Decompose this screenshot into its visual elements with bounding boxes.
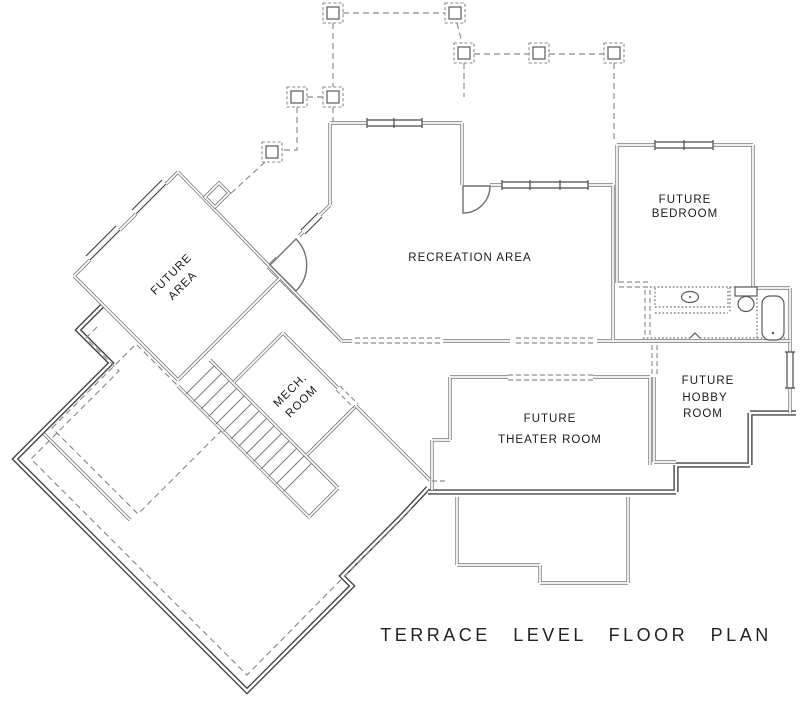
deck-post	[322, 86, 344, 108]
hobby-room-label-line3: ROOM	[683, 408, 723, 420]
bedroom-label-line2: BEDROOM	[652, 208, 718, 220]
future-wall-dashes	[335, 281, 658, 482]
future-bath	[643, 286, 787, 341]
bathtub	[761, 295, 785, 341]
hobby-room-label-line1: FUTURE	[682, 375, 735, 387]
deck-post	[444, 2, 466, 24]
deck-post	[286, 86, 308, 108]
deck-post	[453, 42, 475, 64]
windows	[84, 118, 795, 389]
recreation-area-label: RECREATION AREA	[408, 252, 531, 264]
deck-posts	[261, 2, 625, 163]
deck-outline-dashed	[227, 12, 615, 197]
unexcavated-dashed-outline	[30, 326, 415, 676]
plan-title: TERRACE LEVEL FLOOR PLAN	[380, 625, 771, 645]
recreation-door-swing	[462, 185, 491, 214]
deck-post	[261, 141, 283, 163]
bedroom-label-line1: FUTURE	[659, 194, 712, 206]
deck-post	[603, 42, 625, 64]
theater-room-label-line1: FUTURE	[524, 413, 577, 425]
hall-door-swing	[269, 238, 308, 292]
hobby-room-label-line2: HOBBY	[682, 392, 727, 404]
sink	[680, 290, 700, 304]
deck-post	[528, 42, 550, 64]
deck-post	[322, 2, 344, 24]
theater-room-label-line2: THEATER ROOM	[498, 434, 602, 446]
staircase	[185, 365, 312, 492]
toilet	[734, 286, 758, 313]
doors	[269, 185, 491, 292]
